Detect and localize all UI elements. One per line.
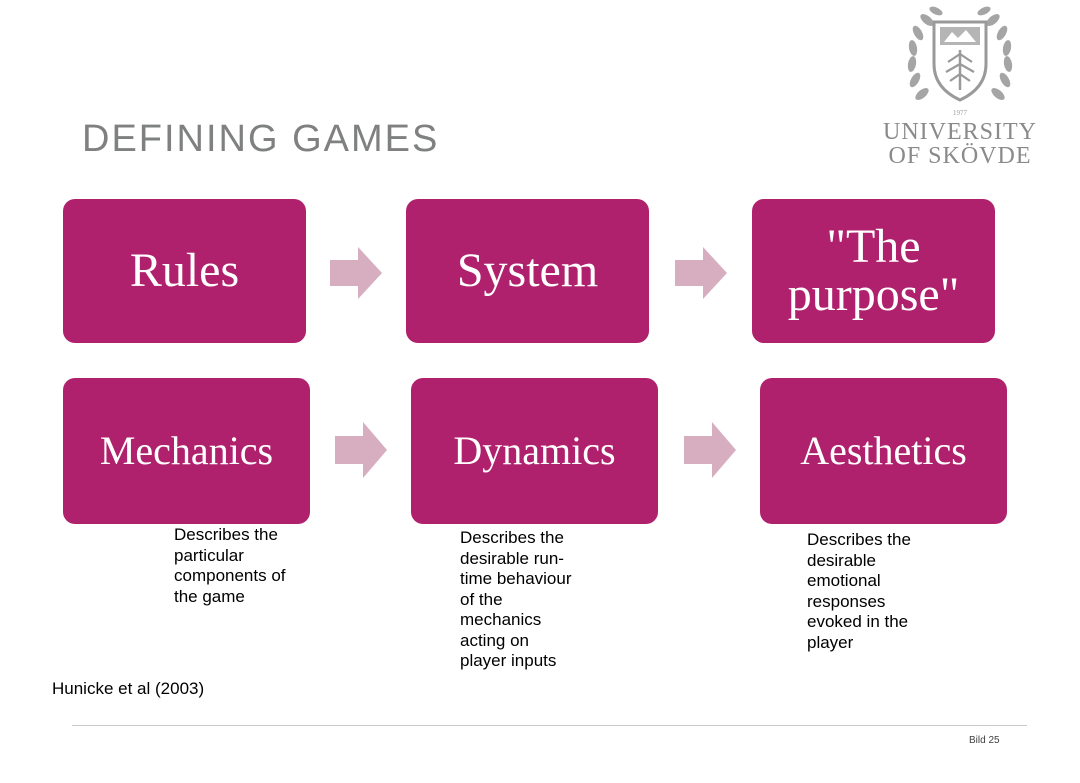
- dynamics-box: Dynamics: [411, 378, 658, 524]
- slide-number: Bild 25: [969, 735, 1000, 746]
- aesthetics-box: Aesthetics: [760, 378, 1007, 524]
- university-crest-icon: 1977: [907, 6, 1013, 117]
- arrow-right-icon: [335, 422, 387, 478]
- mechanics-label: Mechanics: [99, 428, 274, 473]
- slide-title: DEFINING GAMES: [82, 118, 440, 160]
- rules-box: Rules: [63, 199, 306, 343]
- purpose-box: "The purpose": [752, 199, 995, 343]
- mechanics-box: Mechanics: [63, 378, 310, 524]
- logo-line-skovde: OF SKÖVDE: [888, 143, 1032, 169]
- logo-year: 1977: [953, 109, 968, 117]
- aesthetics-label: Aesthetics: [800, 428, 967, 473]
- dynamics-description: Describes the desirable run- time behavi…: [460, 528, 572, 670]
- footer-divider: [72, 725, 1027, 726]
- mechanics-description: Describes the particular components of t…: [174, 525, 286, 606]
- arrow-right-icon: [684, 422, 736, 478]
- logo-line-university: UNIVERSITY: [883, 119, 1037, 145]
- arrow-right-icon: [675, 247, 727, 299]
- system-box: System: [406, 199, 649, 343]
- arrow-right-icon: [330, 247, 382, 299]
- aesthetics-description: Describes the desirable emotional respon…: [807, 530, 911, 652]
- dynamics-label: Dynamics: [453, 428, 616, 473]
- university-logo: 1977 UNIVERSITY OF SKÖVDE: [880, 2, 1040, 177]
- purpose-label-line2: purpose": [787, 268, 960, 321]
- system-label: System: [456, 244, 599, 297]
- rules-label: Rules: [129, 244, 240, 297]
- citation: Hunicke et al (2003): [52, 679, 205, 698]
- purpose-label-line1: "The: [826, 220, 921, 273]
